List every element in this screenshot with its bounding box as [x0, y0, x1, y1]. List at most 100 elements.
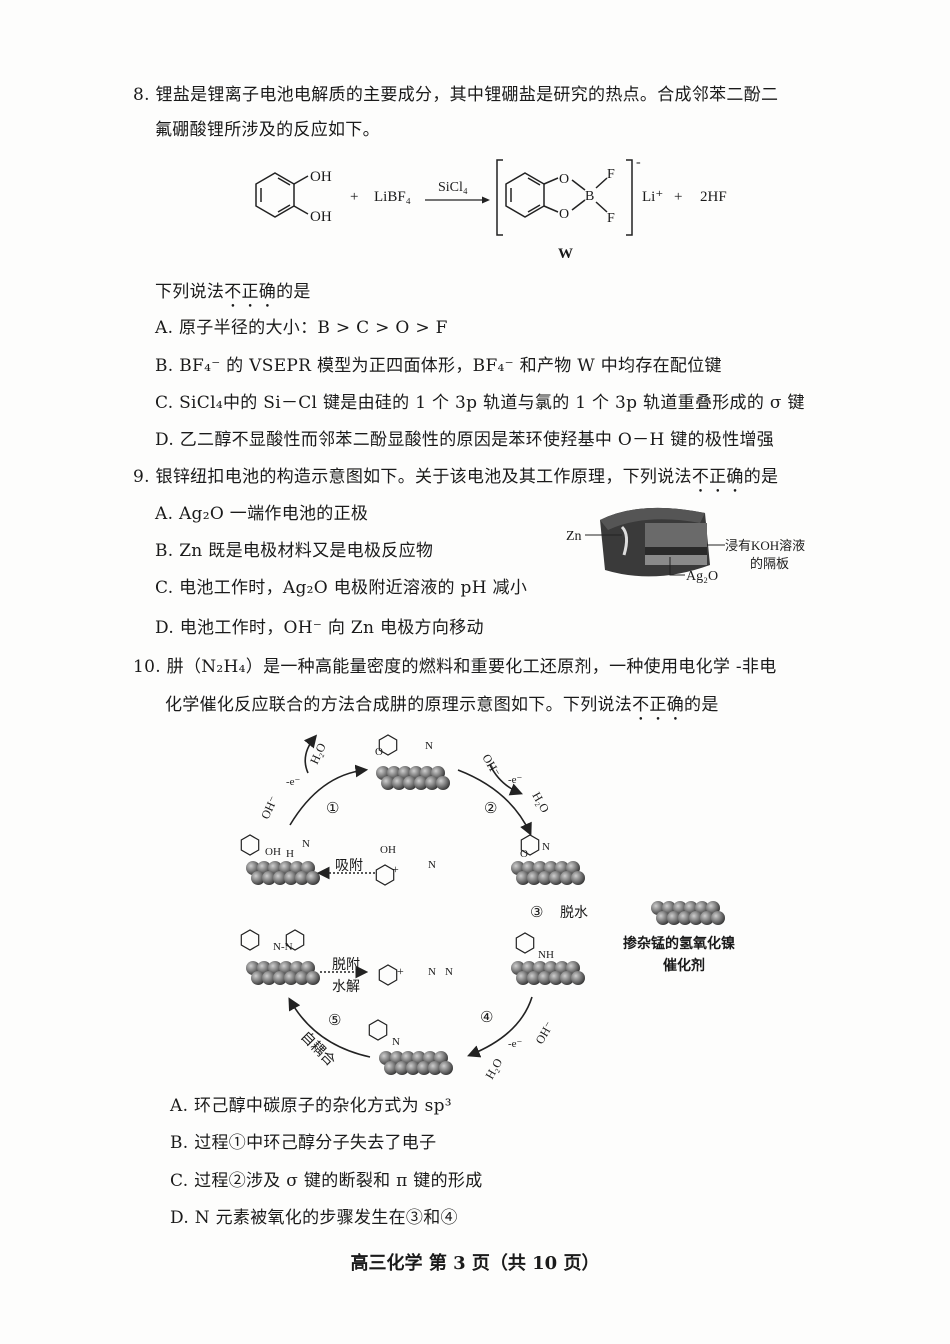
q8-reaction-scheme: OH OH + LiBF₄ SiCl₄ - O O B F F Li⁺ + 2H… — [255, 155, 727, 262]
catalyst-surface — [511, 861, 585, 885]
catalyst-particle — [381, 776, 395, 790]
electron-loss-label: -e⁻ — [508, 774, 523, 786]
catalyst-particle — [700, 911, 714, 925]
catalyst-particle — [560, 871, 574, 885]
ag2o-layer — [645, 555, 707, 565]
oxygen-label: O — [520, 848, 528, 860]
cyclohexane-ring — [375, 864, 395, 886]
hydrolysis-label: 水解 — [332, 979, 360, 995]
catalyst-particle — [425, 776, 439, 790]
catalyst-particle — [251, 971, 265, 985]
q9-option-d: D. 电池工作时，OH⁻ 向 Zn 电极方向移动 — [155, 618, 484, 638]
catalyst-particle — [273, 871, 287, 885]
bracket — [496, 159, 633, 236]
legend-catalyst-label-line2: 催化剂 — [663, 957, 705, 974]
stem-text: 下列说法 — [155, 282, 225, 302]
q9-option-c: C. 电池工作时，Ag₂O 电极附近溶液的 pH 减小 — [155, 578, 528, 598]
catalyst-particle — [251, 871, 265, 885]
side-arrow — [303, 734, 318, 774]
product-label-w: W — [558, 246, 573, 262]
arrow-step5 — [288, 997, 371, 1058]
catalyst-particle — [516, 971, 530, 985]
seal — [620, 525, 629, 556]
arrow-head — [482, 196, 490, 204]
plus-sign: + — [674, 189, 682, 205]
ag2o-label: Ag₂O — [686, 569, 718, 584]
step1-label: ① — [326, 801, 339, 817]
hydrogen-label: H — [286, 848, 294, 860]
catalyst-particle — [538, 971, 552, 985]
oh-label: OH — [310, 209, 332, 225]
q10-stem-line2: 化学催化反应联合的方法合成肼的原理示意图如下。下列说法不正确的是 — [165, 694, 719, 725]
hf-product: 2HF — [700, 189, 727, 205]
catalyst-surface — [651, 901, 725, 925]
zn-layer — [645, 523, 707, 547]
boron-label: B — [585, 189, 594, 204]
catalyst-surface — [379, 1051, 453, 1075]
catalyst-surface — [246, 961, 320, 985]
q10-option-c: C. 过程②涉及 σ 键的断裂和 π 键的形成 — [170, 1171, 483, 1191]
nitrogen-label: N — [445, 966, 453, 978]
q8-stem-line2: 氟硼酸锂所涉及的反应如下。 — [155, 120, 380, 140]
plus-sign: + — [392, 862, 399, 876]
zn-label: Zn — [566, 529, 582, 544]
stem-text: 的是 — [276, 282, 311, 302]
catalyst-particle — [273, 971, 287, 985]
stem-emphasis: 不正确 — [691, 467, 744, 487]
catalyst-particle — [538, 871, 552, 885]
plus-sign: + — [397, 964, 404, 978]
oh-label: OH — [310, 169, 332, 185]
catalyst-surfaces — [246, 766, 725, 1075]
catalyst-particle — [295, 871, 309, 885]
q8-option-c: C. SiCl₄中的 Si－Cl 键是由硅的 1 个 3p 轨道与氯的 1 个 … — [155, 393, 805, 413]
step3-label: ③ — [530, 905, 543, 921]
nitrogen-label: N — [428, 966, 436, 978]
catalyst-particle — [527, 871, 541, 885]
q9-stem: 9. 银锌纽扣电池的构造示意图如下。关于该电池及其工作原理，下列说法不正确的是 — [133, 466, 778, 497]
stem-text: 的是 — [684, 695, 719, 715]
hydrazine-synthesis-cycle-diagram: ① ② ③ ④ ⑤ 吸附 脱水 脱附 水解 自耦合 OH⁻ -e⁻ H₂O OH… — [240, 734, 735, 1082]
q8-option-d: D. 乙二醇不显酸性而邻苯二酚显酸性的原因是苯环使羟基中 O－H 键的极性增强 — [155, 430, 775, 450]
cyclohexane-ring — [378, 734, 398, 756]
catalyst-particle — [678, 911, 692, 925]
li-ion: Li⁺ — [642, 189, 663, 205]
q10-option-d: D. N 元素被氧化的步骤发生在③和④ — [170, 1208, 458, 1228]
self-coupling-label: 自耦合 — [297, 1029, 338, 1070]
dehydrate-label: 脱水 — [560, 905, 588, 921]
catalyst-particle — [428, 1061, 442, 1075]
separator-label-line2: 的隔板 — [750, 556, 789, 571]
catalyst-particle — [262, 871, 276, 885]
hydroxyl-label: OH — [380, 844, 396, 856]
catalyst-particle — [711, 911, 725, 925]
q9-option-a: A. Ag₂O 一端作电池的正极 — [155, 504, 369, 524]
catalyst-particle — [284, 971, 298, 985]
nitrogen-label: N — [392, 1036, 400, 1048]
cyclohexane-ring — [520, 834, 540, 856]
electron-loss-label: -e⁻ — [286, 776, 301, 788]
catalyst-particle — [549, 871, 563, 885]
water-label: H₂O — [529, 790, 552, 816]
catalyst-particle — [262, 971, 276, 985]
catalyst-particle — [417, 1061, 431, 1075]
stem-emphasis: 不正确 — [632, 695, 685, 715]
water-label: H₂O — [482, 1056, 505, 1082]
catalyst-particle — [549, 971, 563, 985]
button-cell-figure: Zn 浸有KOH溶液 的隔板 Ag₂O — [566, 507, 805, 584]
catalyst-particle — [439, 1061, 453, 1075]
step5-label: ⑤ — [328, 1013, 341, 1029]
catalyst-surface — [511, 961, 585, 985]
legend-catalyst-label: 掺杂锰的氢氧化镍 — [623, 935, 735, 952]
step4-label: ④ — [480, 1010, 493, 1026]
catalyst-sicl4: SiCl₄ — [438, 180, 468, 195]
oxygen-label: O — [375, 746, 383, 758]
catalyst-particle — [436, 776, 450, 790]
catalyst-particle — [527, 971, 541, 985]
hydroxyl-label: OH — [265, 846, 281, 858]
q8-question-stem: 下列说法不正确的是 — [155, 281, 311, 312]
catalyst-particle — [571, 971, 585, 985]
arrow-step2 — [457, 769, 532, 836]
molecule-rings — [240, 734, 540, 1041]
nitrogen-label: N — [542, 841, 550, 853]
stem-emphasis: 不正确 — [224, 282, 277, 302]
catalyst-particle — [284, 871, 298, 885]
